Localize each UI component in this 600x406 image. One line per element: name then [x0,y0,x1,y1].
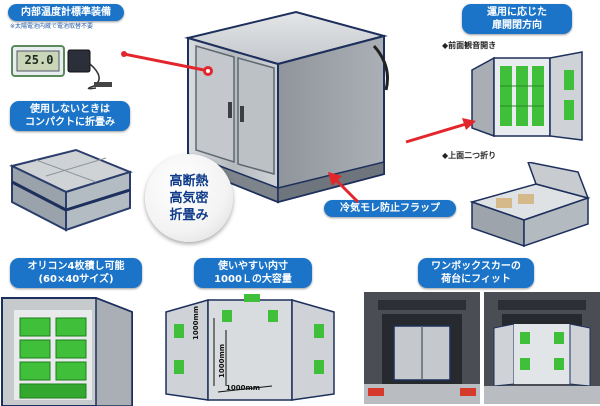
thermometer-display: 25.0 [24,53,54,67]
dimension-depth: 1000mm [218,343,226,378]
thermometer-title: 内部温度計標準装備 [8,4,124,21]
front-swing-photo [464,50,596,146]
door-direction-label: 運用に応じた 扉開閉方向 [462,4,572,34]
feature-badge: 高断熱 高気密 折畳み [145,154,233,242]
arrow-door-direction [405,118,476,144]
front-swing-label: ◆前面観音開き [442,41,497,50]
capacity-photo: 1000mm 1000mm 1000mm [162,290,338,404]
orikon-label: オリコン4枚積し可能 (60×40サイズ) [10,258,142,288]
van-rear-photo-1 [364,292,480,404]
van-fit-label: ワンボックスカーの 荷台にフィット [418,258,534,288]
top-fold-label: ◆上面二つ折り [442,151,497,160]
main-box-photo [178,6,398,212]
dimension-height: 1000mm [192,305,200,340]
top-fold-photo [466,162,594,248]
arrow-thermometer [121,51,213,76]
arrow-flap [328,172,360,204]
flap-label: 冷気モレ防止フラップ [324,200,456,217]
thermometer-photo: 25.0 [8,34,120,92]
compact-fold-label: 使用しないときは コンパクトに折畳み [10,101,130,131]
van-rear-photo-2 [484,292,600,404]
capacity-label: 使いやすい内寸 1000Ｌの大容量 [194,258,312,288]
orikon-photo [0,292,140,406]
dimension-width: 1000mm [226,384,261,392]
folded-box-photo [6,136,134,240]
thermometer-note: ※太陽電池内蔵で電池取替不要 [10,23,94,30]
